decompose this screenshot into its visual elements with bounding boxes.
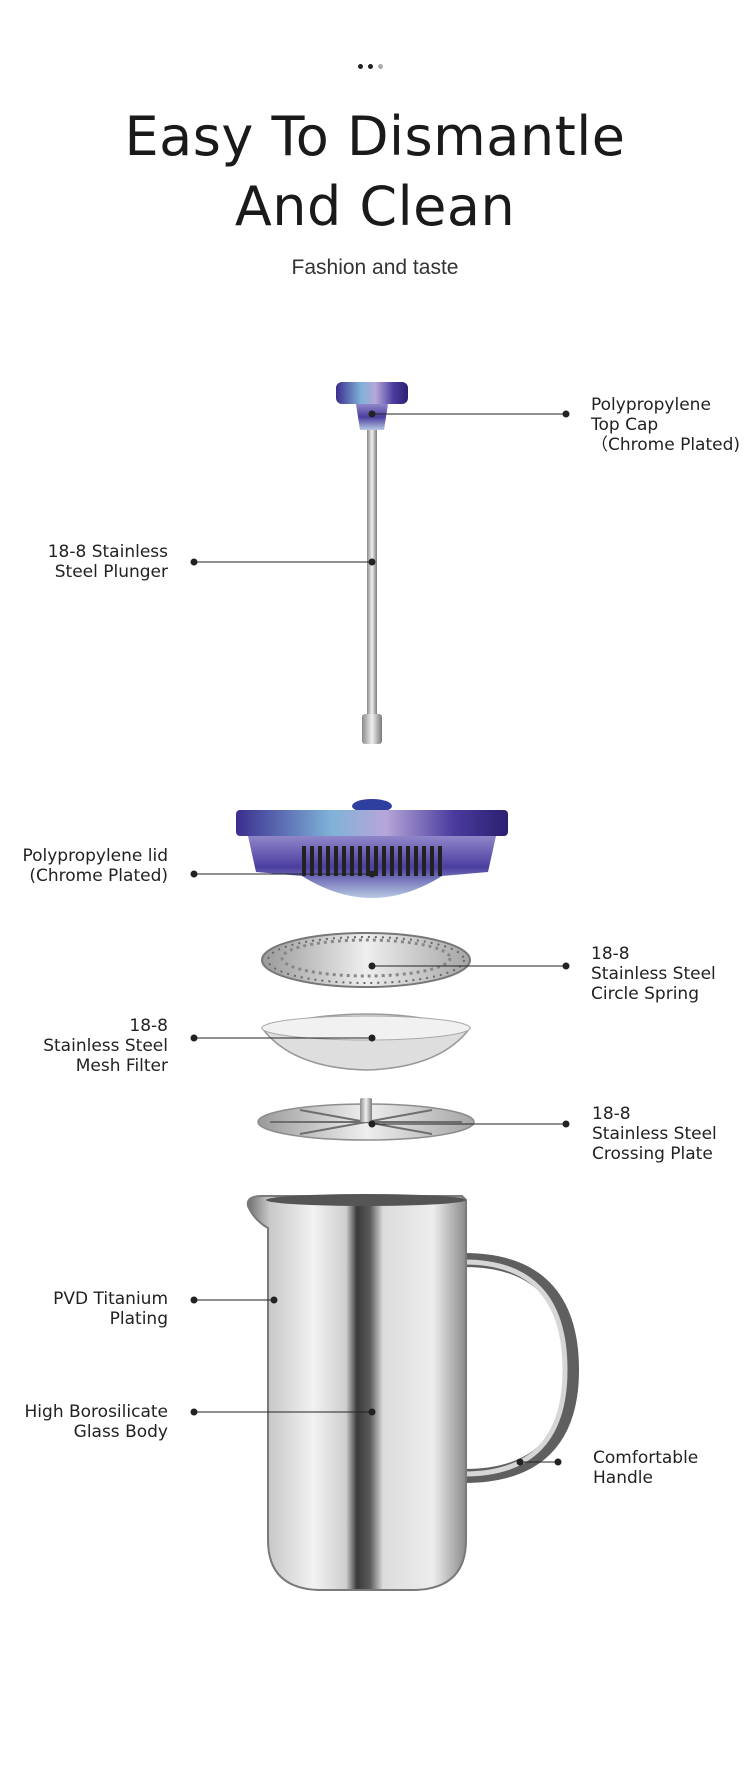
label-plunger: 18-8 Stainless Steel Plunger	[48, 542, 168, 582]
label-spring-line-3: Circle Spring	[591, 984, 700, 1004]
label-plunger-line-2: Steel Plunger	[54, 562, 168, 582]
label-handle: Comfortable Handle	[593, 1448, 698, 1488]
plunger-tip-shape	[362, 714, 382, 744]
label-mesh: 18-8 Stainless Steel Mesh Filter	[43, 1016, 168, 1076]
page-title-line-2: And Clean	[234, 175, 516, 238]
page-title-line-1: Easy To Dismantle	[124, 105, 626, 168]
label-pvd: PVD Titanium Plating	[53, 1289, 168, 1329]
plunger-rod-shape	[367, 430, 377, 715]
label-lid: Polypropylene lid (Chrome Plated)	[22, 846, 168, 886]
label-plate-line-3: Crossing Plate	[592, 1144, 713, 1164]
circle-spring-shape	[261, 932, 471, 988]
crossing-plate-shape	[257, 1098, 475, 1141]
label-spring-line-2: Stainless Steel	[591, 964, 716, 984]
label-top-cap-line-1: Polypropylene	[591, 395, 711, 415]
label-mesh-line-2: Stainless Steel	[43, 1036, 168, 1056]
label-pvd-line-1: PVD Titanium	[53, 1289, 168, 1309]
jug-body-shape	[246, 1194, 580, 1591]
label-lid-line-1: Polypropylene lid	[22, 846, 168, 866]
top-cap-shape	[336, 382, 408, 430]
label-glass-line-2: Glass Body	[73, 1422, 168, 1442]
label-plate: 18-8 Stainless Steel Crossing Plate	[592, 1104, 717, 1164]
page-dot-1	[358, 64, 363, 69]
label-lid-line-2: (Chrome Plated)	[29, 866, 168, 886]
label-glass: High Borosilicate Glass Body	[25, 1402, 168, 1442]
page-subtitle: Fashion and taste	[291, 256, 459, 279]
label-mesh-line-1: 18-8	[129, 1016, 168, 1036]
label-top-cap-line-3: （Chrome Plated)	[591, 435, 741, 455]
label-handle-line-2: Handle	[593, 1468, 653, 1488]
label-pvd-line-2: Plating	[109, 1309, 168, 1329]
label-spring: 18-8 Stainless Steel Circle Spring	[591, 944, 716, 1004]
callout-lines	[190, 410, 570, 1466]
label-plate-line-1: 18-8	[592, 1104, 631, 1124]
label-mesh-line-3: Mesh Filter	[75, 1056, 168, 1076]
label-top-cap: Polypropylene Top Cap （Chrome Plated)	[591, 395, 740, 455]
label-glass-line-1: High Borosilicate	[24, 1402, 168, 1422]
page-dot-2	[368, 64, 373, 69]
mesh-filter-shape	[260, 1013, 472, 1071]
page-dot-3	[378, 64, 383, 69]
label-spring-line-1: 18-8	[591, 944, 630, 964]
label-top-cap-line-2: Top Cap	[591, 415, 659, 435]
label-plate-line-2: Stainless Steel	[592, 1124, 717, 1144]
label-handle-line-1: Comfortable	[593, 1448, 699, 1468]
page-indicator	[358, 64, 386, 72]
lid-shape	[236, 799, 508, 898]
label-plunger-line-1: 18-8 Stainless	[47, 542, 168, 562]
